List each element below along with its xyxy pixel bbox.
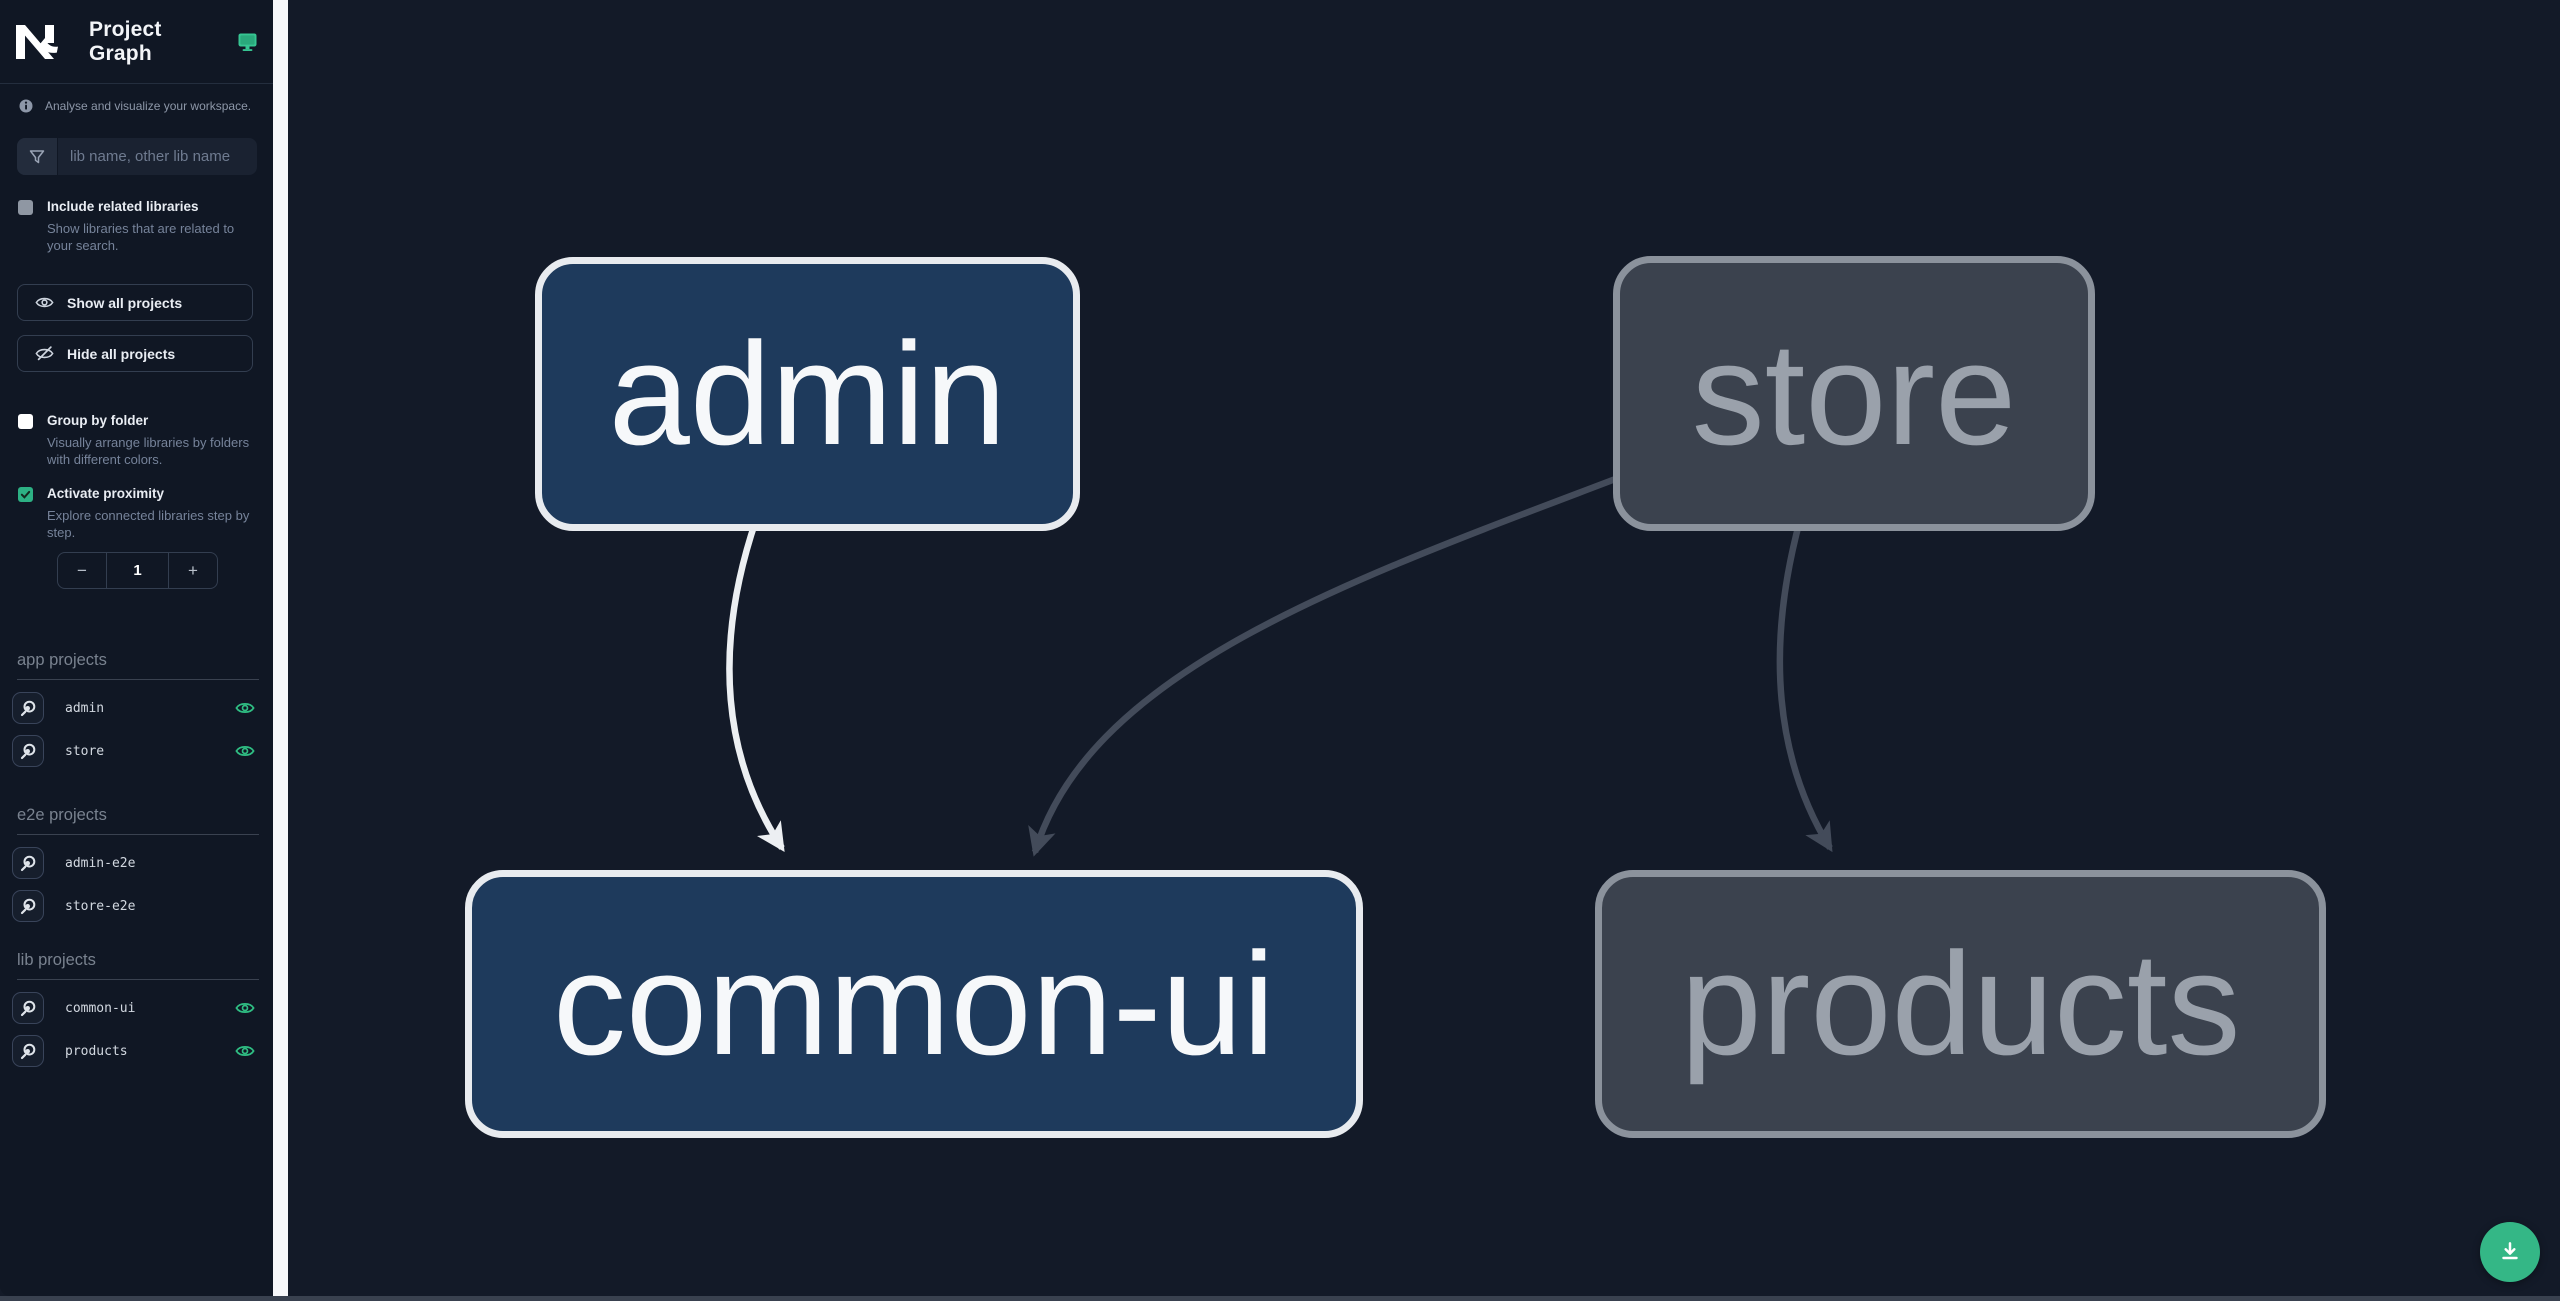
graph-canvas[interactable]: admin store common-ui products: [288, 0, 2560, 1296]
tagline-text: Analyse and visualize your workspace.: [45, 99, 252, 113]
project-row[interactable]: store: [12, 735, 257, 767]
info-icon: [19, 99, 33, 113]
option-label: Group by folder: [47, 413, 149, 428]
edge-admin-to-common-ui: [726, 518, 785, 852]
option-activate-proximity[interactable]: Activate proximity Explore connected lib…: [0, 468, 273, 541]
show-all-projects-button[interactable]: Show all projects: [17, 284, 253, 321]
focus-project-icon[interactable]: [12, 735, 44, 767]
graph-node-products[interactable]: products: [1595, 870, 2326, 1138]
focus-project-icon[interactable]: [12, 890, 44, 922]
eye-open-icon: [35, 296, 54, 309]
project-section: e2e projects admin-e2e store-e2e: [12, 806, 259, 922]
option-label: Include related libraries: [47, 199, 199, 214]
option-label: Activate proximity: [47, 486, 165, 501]
project-row[interactable]: products: [12, 1035, 257, 1067]
checkbox-activate-proximity[interactable]: [18, 487, 33, 502]
option-description: Explore connected libraries step by step…: [47, 508, 250, 540]
eye-icon[interactable]: [235, 1001, 255, 1015]
project-name: admin-e2e: [65, 855, 136, 871]
project-row[interactable]: common-ui: [12, 992, 257, 1024]
edge-store-to-products: [1776, 519, 1833, 853]
sidebar: Project Graph Analyse and visualize your…: [0, 0, 273, 1296]
show-all-projects-label: Show all projects: [67, 294, 183, 311]
filter-icon: [17, 138, 58, 175]
download-graph-button[interactable]: [2480, 1222, 2540, 1282]
project-section: lib projects common-ui products: [12, 951, 259, 1067]
option-description: Visually arrange libraries by folders wi…: [47, 435, 250, 467]
section-title: lib projects: [17, 951, 259, 980]
graph-node-admin[interactable]: admin: [535, 257, 1080, 531]
eye-icon[interactable]: [235, 744, 255, 758]
project-name: store-e2e: [65, 898, 136, 914]
graph-node-common-ui[interactable]: common-ui: [465, 870, 1363, 1138]
eye-icon[interactable]: [235, 701, 255, 715]
search-input[interactable]: [58, 138, 257, 175]
edge-store-to-common-ui: [1028, 474, 1620, 857]
project-name: admin: [65, 700, 105, 716]
option-include-related[interactable]: Include related libraries Show libraries…: [0, 175, 273, 254]
section-title: app projects: [17, 651, 259, 680]
checkbox-group-by-folder[interactable]: [18, 414, 33, 429]
tagline-row: Analyse and visualize your workspace.: [0, 84, 273, 113]
option-description: Show libraries that are related to your …: [47, 221, 235, 253]
hide-all-projects-button[interactable]: Hide all projects: [17, 335, 253, 372]
focus-project-icon[interactable]: [12, 1035, 44, 1067]
increment-button[interactable]: +: [169, 553, 217, 588]
proximity-depth-value: 1: [106, 553, 169, 588]
decrement-button[interactable]: −: [58, 553, 106, 588]
bottom-scrollbar-track[interactable]: [0, 1296, 2560, 1301]
focus-project-icon[interactable]: [12, 847, 44, 879]
eye-icon[interactable]: [235, 1044, 255, 1058]
proximity-depth-stepper: − 1 +: [57, 552, 218, 589]
project-row[interactable]: admin: [12, 692, 257, 724]
sidebar-resize-handle[interactable]: [273, 0, 288, 1301]
page-title: Project Graph: [89, 17, 162, 65]
checkbox-include-related[interactable]: [18, 200, 33, 215]
project-row[interactable]: admin-e2e: [12, 847, 257, 879]
monitor-icon[interactable]: [238, 33, 257, 51]
hide-all-projects-label: Hide all projects: [67, 345, 176, 362]
graph-node-store[interactable]: store: [1613, 256, 2095, 531]
focus-project-icon[interactable]: [12, 692, 44, 724]
eye-slash-icon: [35, 346, 54, 361]
project-section: app projects admin store: [12, 651, 259, 767]
sidebar-header: Project Graph: [0, 0, 273, 84]
project-name: common-ui: [65, 1000, 136, 1016]
option-group-by-folder[interactable]: Group by folder Visually arrange librari…: [0, 372, 273, 468]
project-name: store: [65, 743, 105, 759]
focus-project-icon[interactable]: [12, 992, 44, 1024]
section-title: e2e projects: [17, 806, 259, 835]
search-box: [17, 138, 257, 175]
project-name: products: [65, 1043, 128, 1059]
nx-logo: [16, 24, 63, 59]
download-icon: [2497, 1239, 2523, 1265]
project-sections: app projects admin store e2e projects admin-…: [0, 651, 273, 1067]
project-row[interactable]: store-e2e: [12, 890, 257, 922]
